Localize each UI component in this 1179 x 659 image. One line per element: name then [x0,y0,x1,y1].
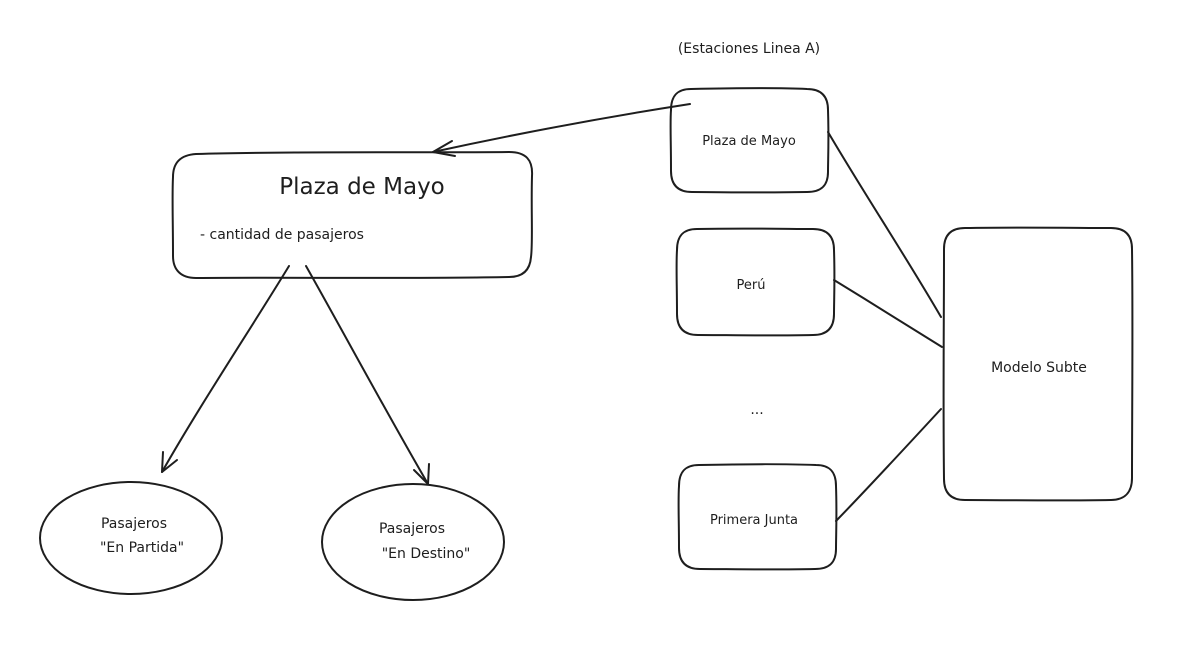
arrow-card-to-departure [161,265,290,473]
stations-ellipsis: ... [750,402,763,418]
connector-peru-model [833,279,943,348]
passengers-departure-line1: Pasajeros [101,516,167,532]
detail-card-attribute: - cantidad de pasajeros [200,227,364,243]
stations-group-caption: (Estaciones Linea A) [678,41,820,57]
station-label-plaza-de-mayo: Plaza de Mayo [702,134,796,149]
passengers-departure-node[interactable]: Pasajeros "En Partida" [39,481,223,595]
passengers-destination-line2: "En Destino" [382,546,471,562]
station-label-primera-junta: Primera Junta [710,513,798,528]
passengers-destination-line1: Pasajeros [379,521,445,537]
station-label-peru: Perú [737,278,766,293]
model-subte-box[interactable]: Modelo Subte [942,226,1134,502]
arrow-station-to-card [432,103,691,157]
passengers-departure-line2: "En Partida" [100,540,184,556]
model-subte-label: Modelo Subte [991,360,1087,376]
station-plaza-de-mayo[interactable]: Plaza de Mayo [669,87,830,194]
connector-primera-junta-model [835,408,942,522]
connector-plaza-de-mayo-model [827,131,942,318]
station-primera-junta[interactable]: Primera Junta [677,463,838,571]
detail-card-title: Plaza de Mayo [279,174,445,200]
arrow-card-to-destination [305,265,430,485]
station-peru[interactable]: Perú [675,227,836,337]
passengers-destination-node[interactable]: Pasajeros "En Destino" [321,483,505,601]
detail-card-plaza-de-mayo[interactable]: Plaza de Mayo - cantidad de pasajeros [171,151,534,279]
